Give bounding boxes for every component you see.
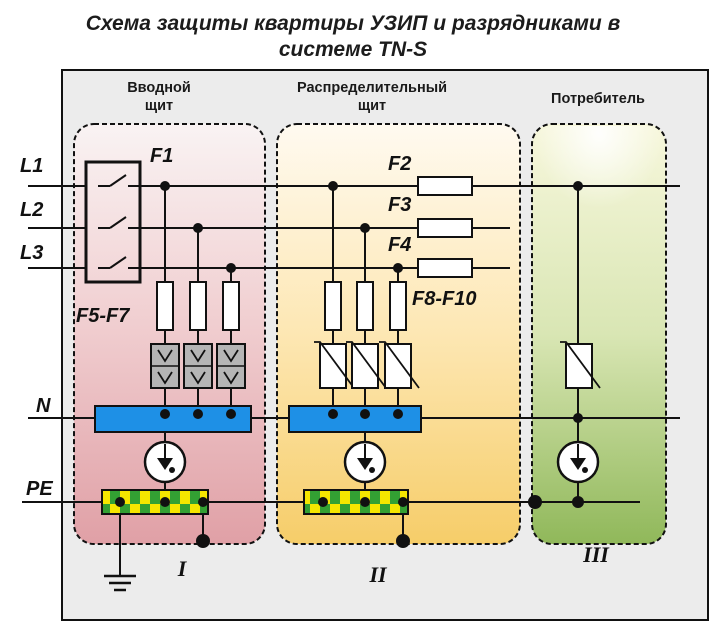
fuse-f5 [156, 281, 174, 331]
junction-dots [115, 181, 584, 548]
diagram-title-line1: Схема защиты квартиры УЗИП и разрядникам… [86, 12, 621, 35]
zone-input-label-line1: Вводной [127, 80, 191, 96]
fuse-f3 [417, 218, 473, 238]
label-f8-f10: F8-F10 [412, 288, 476, 310]
gap-arrester-zone3 [556, 440, 600, 484]
breaker-f1-housing [84, 160, 142, 284]
ground-icon [104, 574, 136, 592]
zone-input-label-line2: щит [145, 98, 173, 114]
fuse-f2 [417, 176, 473, 196]
diagram-title-line2: системе TN-S [279, 38, 427, 61]
zone-distribution-numeral: II [368, 562, 388, 587]
pe-bar-zone1 [101, 489, 209, 515]
fuse-f6 [189, 281, 207, 331]
varistor-3 [379, 341, 420, 389]
label-f1: F1 [150, 145, 173, 167]
fuse-f10 [389, 281, 407, 331]
bus-label-pe: PE [26, 478, 53, 500]
fuse-f8 [324, 281, 342, 331]
bus-label-l2: L2 [20, 199, 43, 221]
label-f2: F2 [388, 153, 411, 175]
n-bar-zone1 [94, 405, 252, 433]
varistor-1 [314, 341, 355, 389]
fuse-f7 [222, 281, 240, 331]
bus-label-n: N [36, 395, 51, 417]
arrester-1 [150, 343, 180, 389]
arrester-2 [183, 343, 213, 389]
varistor-2 [346, 341, 387, 389]
zone-distribution-label-line2: щит [358, 98, 386, 114]
zone-input-numeral: I [177, 556, 188, 581]
fuse-f9 [356, 281, 374, 331]
arrester-3 [216, 343, 246, 389]
zone-consumer-glow [534, 126, 664, 276]
zone-distribution-label-line1: Распределительный [297, 80, 447, 96]
zone-consumer-numeral: III [582, 542, 610, 567]
label-f3: F3 [388, 194, 411, 216]
varistor-consumer [560, 341, 601, 389]
zone-consumer-label: Потребитель [551, 91, 645, 107]
bus-label-l1: L1 [20, 155, 43, 177]
n-bar-zone2 [288, 405, 422, 433]
label-f5-f7: F5-F7 [76, 305, 130, 327]
breaker-f1 [84, 160, 142, 284]
fuse-f4 [417, 258, 473, 278]
gap-arrester-zone2 [343, 440, 387, 484]
bus-label-l3: L3 [20, 242, 43, 264]
gap-arrester-zone1 [143, 440, 187, 484]
zone2-wires [332, 186, 404, 540]
label-f4: F4 [388, 234, 411, 256]
